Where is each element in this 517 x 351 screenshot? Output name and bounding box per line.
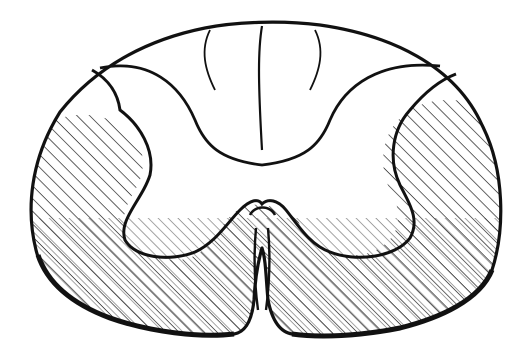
- dorsal-median-septum: [259, 26, 262, 150]
